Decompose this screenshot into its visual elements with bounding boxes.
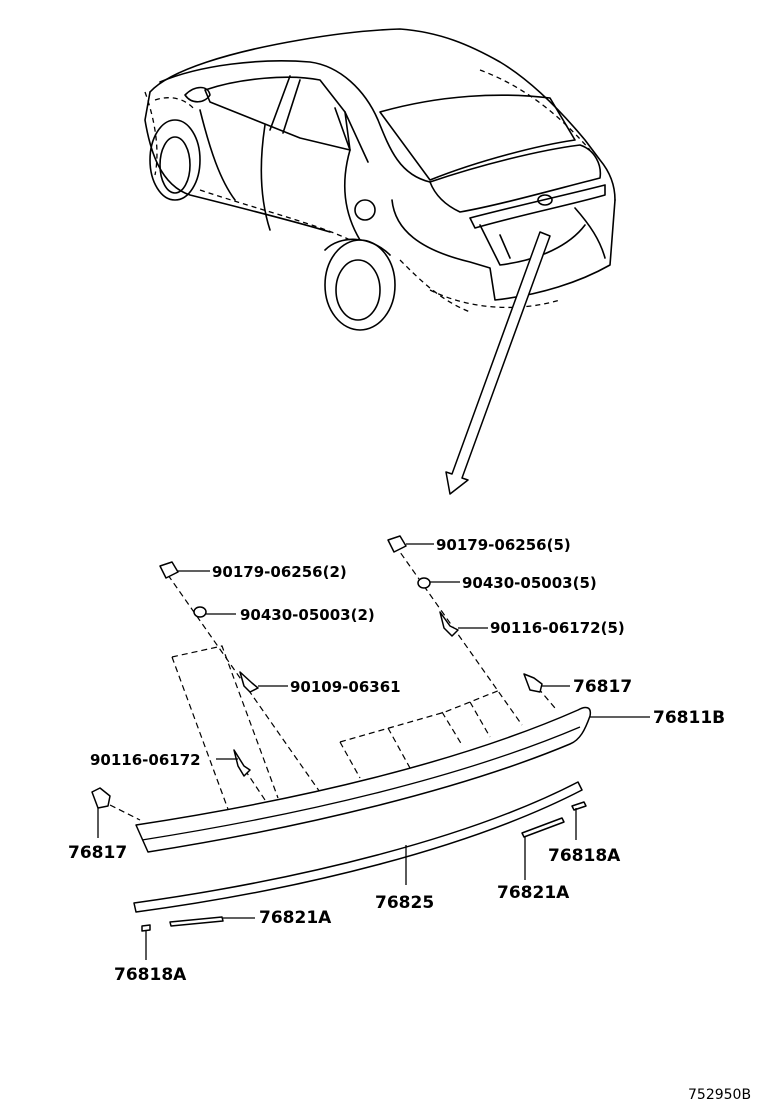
fasteners — [91, 535, 543, 809]
clip-right-icon — [523, 673, 543, 693]
label-nut-right: 90179-06256(5) — [436, 536, 571, 554]
label-nut-left: 90179-06256(2) — [212, 563, 347, 581]
label-screw-center: 90109-06361 — [290, 678, 401, 696]
part-labels: 90179-06256(2) 90430-05003(2) 90109-0636… — [68, 536, 751, 1103]
car-illustration — [144, 28, 616, 331]
clip-reference-boxes — [171, 645, 501, 821]
rear-garnish-part — [135, 706, 592, 853]
label-tape-right: 76821A — [497, 883, 570, 903]
moulding-strip-part — [133, 781, 583, 913]
washer-right-icon — [417, 577, 431, 589]
screw-center-icon — [239, 671, 259, 693]
label-clip-right: 76817 — [573, 677, 632, 697]
label-strip: 76825 — [375, 893, 434, 913]
nut-right-icon — [387, 535, 407, 553]
diagram-reference-code: 752950B — [688, 1087, 751, 1103]
bolt-right-icon — [439, 611, 459, 637]
label-tape-left: 76821A — [259, 908, 332, 928]
label-pad-right: 76818A — [548, 846, 621, 866]
label-washer-right: 90430-05003(5) — [462, 574, 597, 592]
label-washer-left: 90430-05003(2) — [240, 606, 375, 624]
bolt-left-icon — [233, 749, 251, 777]
label-bolt-right: 90116-06172(5) — [490, 619, 625, 637]
label-garnish: 76811B — [653, 708, 725, 728]
washer-left-icon — [193, 606, 207, 618]
label-pad-left: 76818A — [114, 965, 187, 985]
label-clip-left: 76817 — [68, 843, 127, 863]
clip-left-icon — [91, 787, 111, 809]
nut-left-icon — [159, 561, 179, 579]
detail-arrow — [445, 231, 551, 495]
label-bolt-left: 90116-06172 — [90, 751, 201, 769]
leader-lines — [97, 543, 650, 960]
